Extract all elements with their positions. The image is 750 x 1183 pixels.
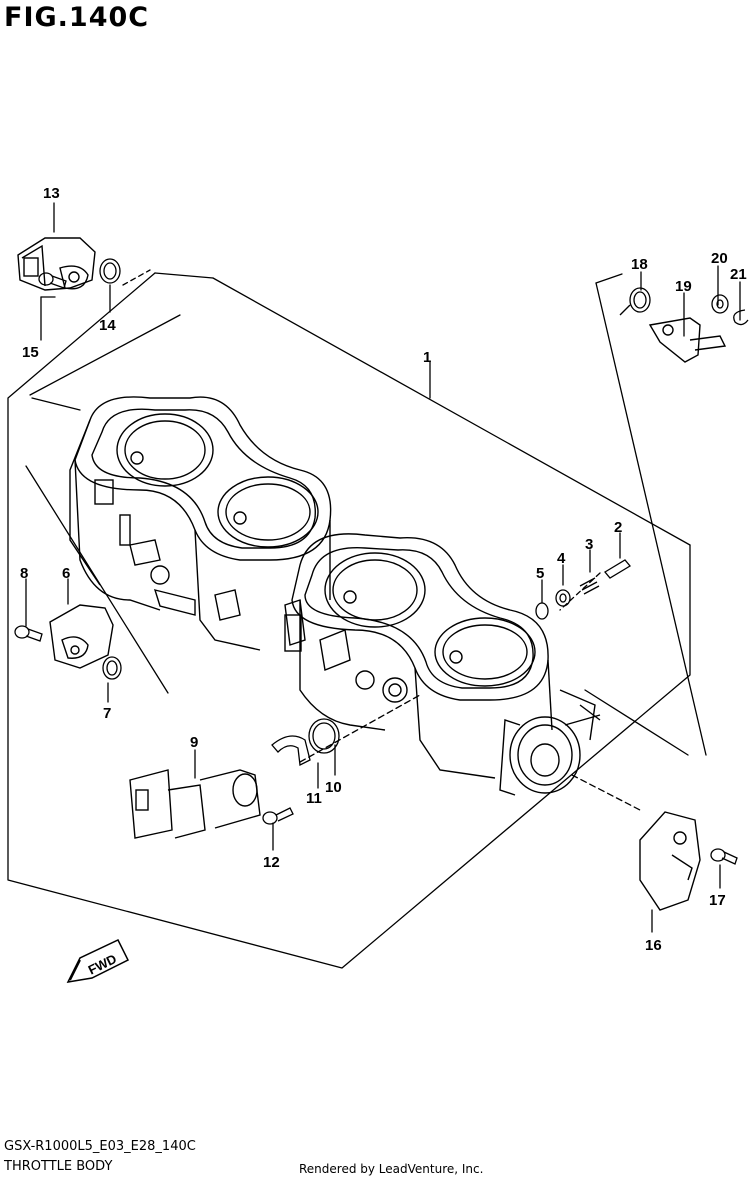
part-7-o-ring: [102, 656, 122, 680]
part-19-lever: [648, 317, 727, 363]
part-5-o-ring: [535, 602, 549, 620]
rendered-by: Rendered by LeadVenture, Inc.: [299, 1162, 484, 1176]
part-4-washer: [555, 589, 571, 607]
callout-2: 2: [614, 519, 622, 536]
callout-11: 11: [306, 790, 322, 807]
part-10-o-ring: [308, 718, 340, 754]
callout-14: 14: [99, 317, 116, 334]
callout-3: 3: [585, 536, 593, 553]
callout-7: 7: [103, 705, 111, 722]
callout-4: 4: [557, 550, 566, 567]
assembly-frame-top: [212, 277, 691, 546]
part-13-throttle-sensor: [17, 237, 96, 291]
callout-16: 16: [645, 937, 662, 954]
assembly-frame: [7, 272, 691, 969]
part-6-sensor: [49, 604, 114, 669]
part-11-bracket: [271, 735, 311, 766]
callout-6: 6: [62, 565, 70, 582]
page-title: THROTTLE BODY: [4, 1159, 113, 1174]
part-15-bolt: [38, 272, 67, 289]
part-16-bracket: [639, 811, 701, 911]
part-8-bolt: [14, 625, 43, 642]
part-17-bolt: [710, 848, 738, 865]
part-9-sensor: [129, 769, 261, 839]
callout-21: 21: [730, 266, 747, 283]
callout-18: 18: [631, 256, 648, 273]
callout-8: 8: [20, 565, 28, 582]
part-3-spring: [579, 577, 600, 595]
callout-20: 20: [711, 250, 728, 267]
callout-19: 19: [675, 278, 692, 295]
figure-title: FIG.140C: [4, 2, 150, 33]
callout-5: 5: [536, 565, 544, 582]
part-20-washer: [711, 294, 729, 314]
part-12-screw: [262, 807, 294, 825]
callout-17: 17: [709, 892, 726, 909]
callout-13: 13: [43, 185, 60, 202]
part-21-clip: [733, 309, 749, 326]
callout-1: 1: [423, 349, 431, 366]
callout-10: 10: [325, 779, 342, 796]
callout-15: 15: [22, 344, 39, 361]
subframe-valve: [595, 282, 707, 756]
part-14-o-ring: [99, 258, 121, 284]
throttle-body: [69, 396, 601, 796]
fwd-arrow: FWD: [66, 939, 130, 983]
callout-12: 12: [263, 854, 280, 871]
diagram-code: GSX-R1000L5_E03_E28_140C: [4, 1139, 196, 1154]
part-2-screw: [604, 559, 631, 579]
callout-9: 9: [190, 734, 198, 751]
part-18-spring: [619, 287, 651, 316]
